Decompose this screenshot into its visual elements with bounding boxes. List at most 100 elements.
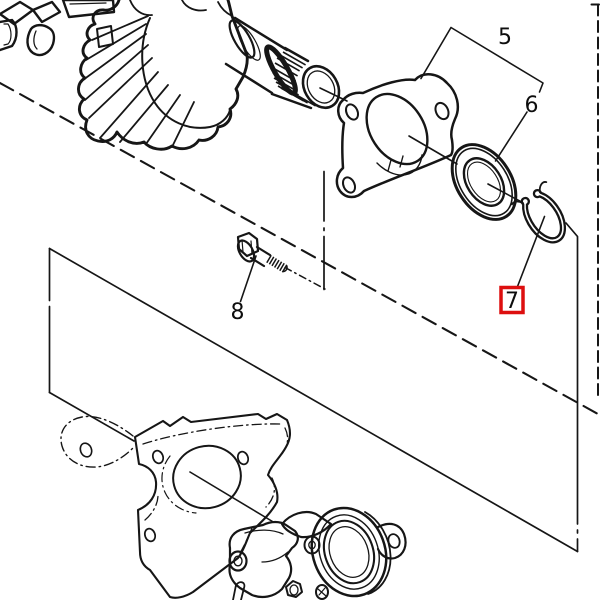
shaft-end-face [301, 64, 341, 110]
bell-flute [82, 33, 147, 81]
caliper-body-inner [244, 529, 289, 563]
seal-outer-rim-inner [455, 147, 513, 217]
gasket-step-ticks [387, 155, 404, 172]
gasket-plate [335, 73, 459, 199]
gasket-center-hole [365, 92, 429, 166]
pad-pin [232, 581, 246, 600]
part-label-8[interactable]: 8 [231, 300, 245, 325]
part-number-8[interactable]: 8 [231, 300, 245, 325]
bleed-bolt-hex [285, 580, 303, 598]
bell-flute [145, 94, 181, 145]
bolt-tip [282, 264, 288, 273]
mount-ear-right-hole [387, 533, 401, 549]
bleed-bolt-flange [289, 584, 299, 596]
hub-caliper-assembly [228, 506, 407, 600]
snap-ring-body [520, 188, 567, 244]
gasket-seat-arc [376, 154, 423, 176]
guard-bolt-hole [236, 450, 250, 466]
bell-flute [88, 57, 153, 119]
align-shaft-gasket [319, 87, 348, 102]
caliper-ear-left [228, 550, 248, 572]
bolt-threads [266, 254, 288, 273]
shaft-collar-inner [237, 25, 261, 61]
guard-bolt-hole [151, 449, 165, 465]
part-number-7[interactable]: 7 [505, 289, 519, 314]
bearing-bore-ring [318, 514, 380, 590]
bolt-hex-facets [241, 239, 253, 255]
top-arm-pivot [303, 535, 321, 555]
leader-8 [239, 255, 257, 303]
leader-lines [189, 26, 546, 523]
top-arm [280, 510, 333, 539]
caliper-ear-left-hole [233, 555, 243, 567]
snap-ring-ear [538, 181, 548, 194]
axis-guides [0, 3, 600, 553]
align-guard-hub [189, 471, 274, 523]
mount-tab [61, 0, 116, 19]
spline-bottom-edge [270, 92, 313, 110]
cooling-fin [26, 23, 56, 57]
align-gasket-seal [408, 135, 458, 165]
bell-housing-outline [77, 0, 249, 151]
guard-wing-hole [79, 442, 93, 458]
bell-top-step [129, 0, 233, 17]
part-number-6[interactable]: 6 [525, 93, 539, 118]
gasket-bolt-hole [341, 176, 357, 194]
part-label-5[interactable]: 5 [498, 25, 512, 50]
guard-center-hole-arc [161, 455, 197, 514]
leader-6 [494, 111, 528, 162]
seal-bore [462, 157, 506, 207]
bell-flute [91, 15, 149, 41]
leader-7 [516, 215, 546, 288]
shaft-top-edge [233, 16, 289, 52]
bell-inner-cavity [141, 17, 231, 129]
bearing-retainer-outer [310, 506, 388, 598]
mount-ear-right [376, 522, 407, 560]
flange-bolt [236, 231, 288, 273]
part-label-7-highlighted[interactable]: 7 [499, 285, 525, 315]
highlight-box[interactable] [499, 285, 525, 315]
oil-seal [450, 143, 518, 221]
part-label-6[interactable]: 6 [525, 93, 539, 118]
bell-flute [85, 23, 147, 61]
bolt-centerline [284, 266, 326, 290]
guard-outline [133, 412, 291, 599]
leader-5-bracket [420, 26, 544, 93]
bell-flute [99, 71, 159, 139]
bearing-bore-ring [322, 519, 376, 585]
drive-shaft [224, 16, 341, 110]
gearcase-fragment [31, 0, 62, 24]
shaft-end-chamfer [306, 70, 336, 104]
spline-top-edge [283, 46, 310, 63]
seal-lip [466, 161, 502, 203]
right-bracket-line [565, 222, 579, 553]
caliper-body [228, 520, 299, 599]
guard-bolt-hole [143, 527, 157, 543]
bell-flute [171, 101, 195, 148]
spline-hatch [272, 51, 316, 107]
cooling-fin-inner [33, 30, 38, 50]
gasket-outline [335, 73, 459, 199]
align-seal-circlip [487, 183, 524, 204]
seal-outer-rim [450, 143, 518, 221]
panel-top-edge [48, 247, 579, 553]
bell-flute [119, 84, 169, 143]
gasket-bolt-hole [344, 103, 360, 121]
mount-bolt-hatch [317, 587, 327, 597]
bell-flute [84, 44, 149, 101]
cooling-fin [0, 18, 18, 52]
shaft-bottom-edge [224, 62, 274, 95]
main-dashed-axis [0, 81, 600, 416]
gasket-bolt-hole [434, 101, 450, 121]
final-drive-housing [0, 0, 249, 151]
guard-inner-contour [142, 423, 289, 556]
part-number-5[interactable]: 5 [498, 25, 512, 50]
top-arm-pivot-inner [308, 540, 316, 550]
mount-tab-inner [69, 2, 107, 5]
mount-bolt-head [315, 584, 329, 600]
disc-guard-plate [60, 412, 291, 599]
bearing-bore-ring [328, 526, 370, 578]
bolt-hex-head [236, 231, 260, 258]
